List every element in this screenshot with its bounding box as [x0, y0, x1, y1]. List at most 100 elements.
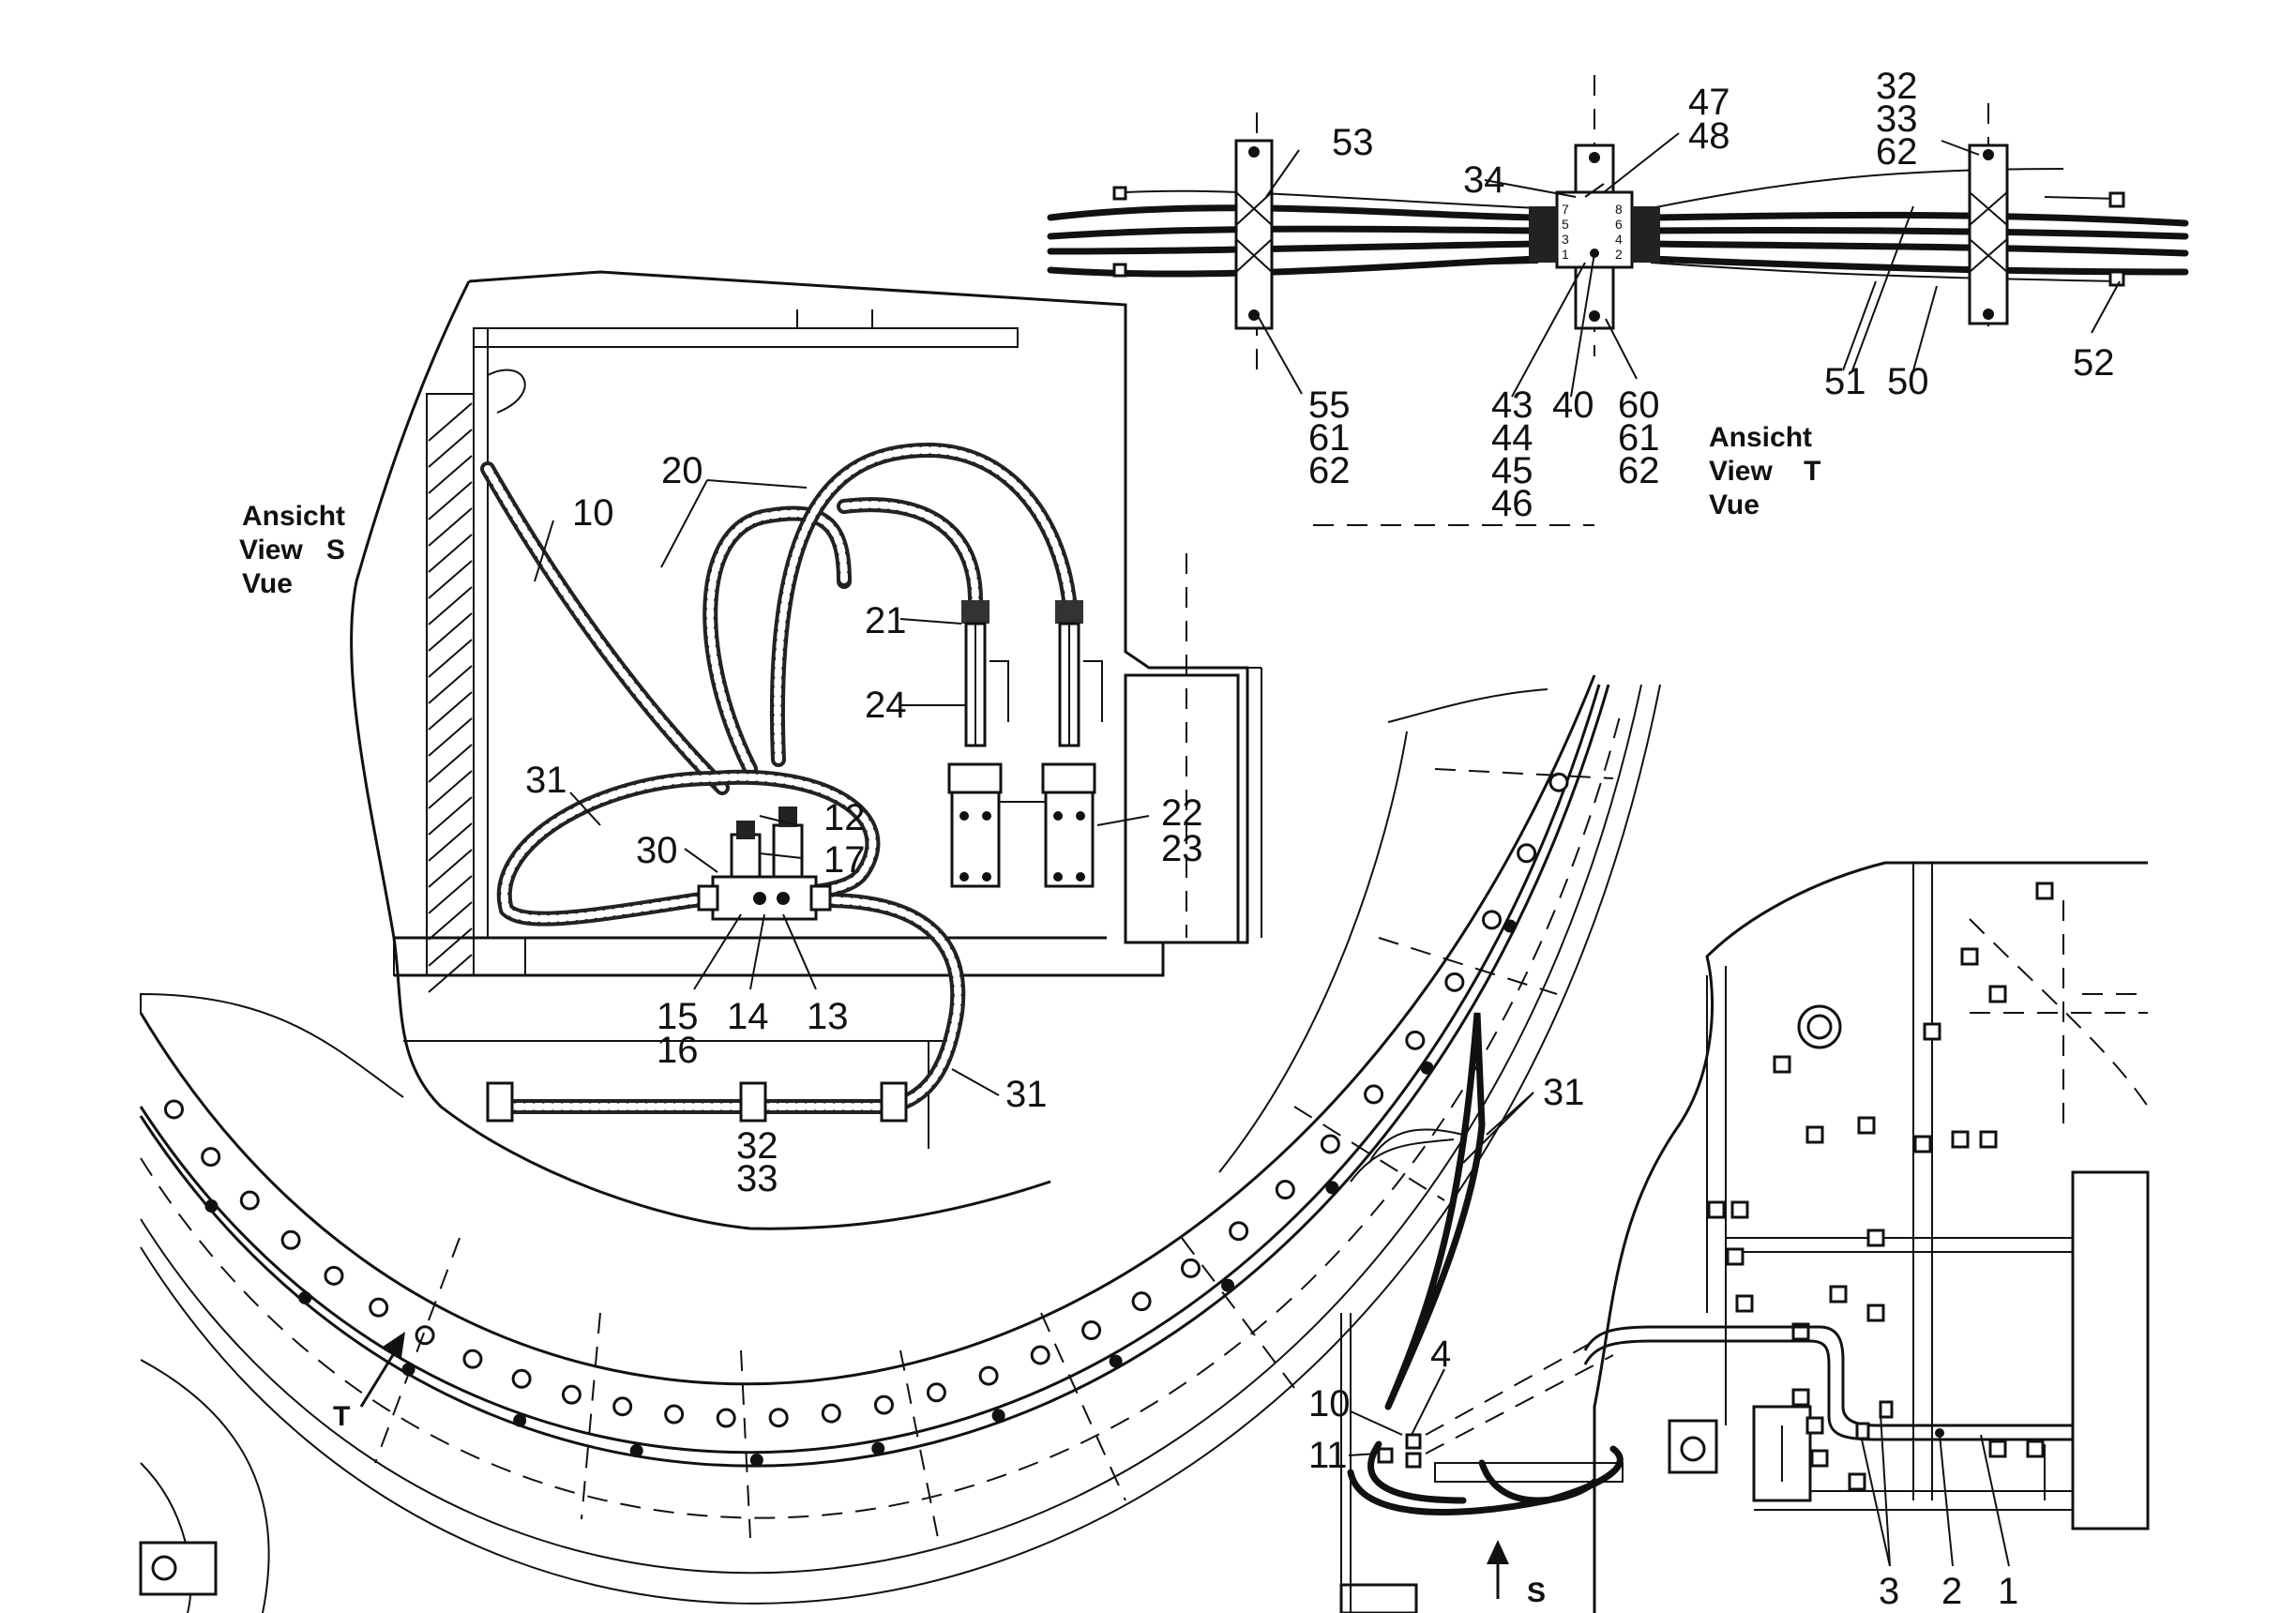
chassis-fitting	[1866, 1229, 1885, 1247]
ring-bolt-hole	[462, 1349, 483, 1369]
ring-stud	[298, 1290, 312, 1304]
ring-stud	[1503, 919, 1518, 933]
ring-bolt-hole	[1405, 1030, 1426, 1050]
hatched-wall	[393, 393, 526, 993]
hatch-line	[428, 455, 473, 494]
valve-box	[1124, 667, 1262, 944]
chassis-fitting	[1791, 1388, 1810, 1407]
hatch-line	[428, 507, 473, 547]
ring-bolt-hole	[1131, 1291, 1152, 1312]
hose-assembly-20	[702, 442, 1077, 776]
callout-61-b: 61	[1618, 417, 1660, 459]
hatch-line	[428, 744, 473, 783]
callout-34: 34	[1463, 159, 1505, 201]
hatch-line	[428, 691, 473, 731]
callout-31-b: 31	[1005, 1074, 1048, 1115]
chassis-fitting	[2035, 882, 2054, 900]
callout-13: 13	[807, 996, 849, 1037]
slewing-ring	[139, 674, 1661, 1613]
ring-bolt-hole	[511, 1368, 532, 1389]
callout-44: 44	[1491, 417, 1533, 459]
ring-bolt-hole	[1275, 1180, 1295, 1200]
hatch-line	[428, 402, 473, 442]
callout-23: 23	[1161, 828, 1203, 869]
hatch-line	[428, 849, 473, 888]
ring-bolt-hole	[612, 1396, 633, 1417]
ring-stud	[513, 1413, 527, 1427]
callout-62-top: 62	[1876, 131, 1918, 173]
ring-stud	[1221, 1278, 1235, 1292]
ring-bolt-hole	[163, 1099, 184, 1120]
callout-33-b: 33	[736, 1158, 778, 1199]
ring-bolt-hole	[716, 1408, 736, 1428]
chassis-fitting	[1735, 1294, 1754, 1313]
callout-61-a: 61	[1308, 417, 1351, 459]
chassis-fitting	[1848, 1472, 1866, 1491]
callout-51: 51	[1824, 361, 1866, 402]
terminal-digits: 7 5 3 1 8 6 4 2	[1562, 202, 1623, 262]
callout-22: 22	[1161, 792, 1203, 834]
callout-11: 11	[1308, 1435, 1348, 1476]
ring-stud	[1109, 1354, 1123, 1368]
callout-14: 14	[727, 996, 769, 1037]
callout-50: 50	[1887, 361, 1929, 402]
chassis-fitting	[1923, 1022, 1941, 1041]
callout-16: 16	[657, 1030, 699, 1071]
cylinder-left	[947, 600, 1009, 888]
hatch-line	[428, 560, 473, 599]
ring-bolt-hole	[1364, 1084, 1384, 1105]
chassis-small-fittings	[1707, 882, 2054, 1491]
cylinder-right	[999, 600, 1103, 888]
ring-bolt-hole	[873, 1394, 894, 1415]
ring-stud	[749, 1453, 763, 1467]
hatch-line	[428, 612, 473, 652]
callout-52: 52	[2073, 342, 2115, 384]
callouts: 53 47 48 34 32 33 62 55 61 62 43 44 45 4…	[525, 66, 2115, 1612]
ring-bolt-holes	[163, 772, 1569, 1428]
chassis-fitting	[1805, 1416, 1824, 1435]
hatch-line	[428, 586, 473, 626]
callout-43: 43	[1491, 384, 1533, 426]
callout-46: 46	[1491, 483, 1533, 524]
ring-bolt-hole	[1548, 772, 1569, 792]
ring-stud	[871, 1441, 885, 1455]
ring-bolt-hole	[201, 1147, 221, 1168]
view-arrow-t	[359, 1332, 405, 1408]
hatch-line	[428, 927, 473, 967]
ring-stud	[629, 1443, 643, 1457]
callout-40: 40	[1552, 384, 1594, 426]
chassis-fitting	[1773, 1055, 1791, 1074]
chassis-fitting	[1913, 1135, 1932, 1153]
ring-stud	[204, 1199, 219, 1214]
callout-32-b: 32	[736, 1125, 778, 1167]
ring-stud	[1420, 1061, 1434, 1075]
hose-loop-s	[1347, 1012, 1624, 1515]
ring-bolt-hole	[239, 1190, 260, 1211]
callout-10-b: 10	[1308, 1383, 1351, 1425]
chassis-fitting	[1866, 1304, 1885, 1322]
callout-21: 21	[865, 600, 907, 641]
hose-31	[490, 769, 966, 1114]
chassis-frame	[139, 861, 2150, 1613]
view-t-line-2: View T	[1709, 456, 1821, 487]
hatch-line	[428, 665, 473, 704]
ring-stud	[991, 1409, 1005, 1423]
ring-bolt-hole	[1444, 972, 1465, 992]
terminal-digit: 3	[1562, 232, 1569, 247]
ring-stud	[1325, 1181, 1339, 1195]
ring-bolt-hole	[1030, 1345, 1050, 1365]
arrow-t-letter: T	[333, 1401, 350, 1432]
callout-30: 30	[636, 830, 678, 871]
terminal-digit: 7	[1562, 202, 1569, 217]
ring-bolt-hole	[324, 1265, 344, 1286]
ring-bolt-hole	[561, 1384, 582, 1405]
chassis-fitting	[1726, 1247, 1745, 1266]
view-t-strip	[1047, 75, 2189, 375]
ring-studs	[204, 919, 1518, 1467]
hatch-line	[428, 875, 473, 914]
hatch-line	[428, 796, 473, 836]
ring-bolt-hole	[1229, 1221, 1249, 1242]
hatch-line	[428, 901, 473, 941]
ring-bolt-hole	[1081, 1320, 1102, 1341]
